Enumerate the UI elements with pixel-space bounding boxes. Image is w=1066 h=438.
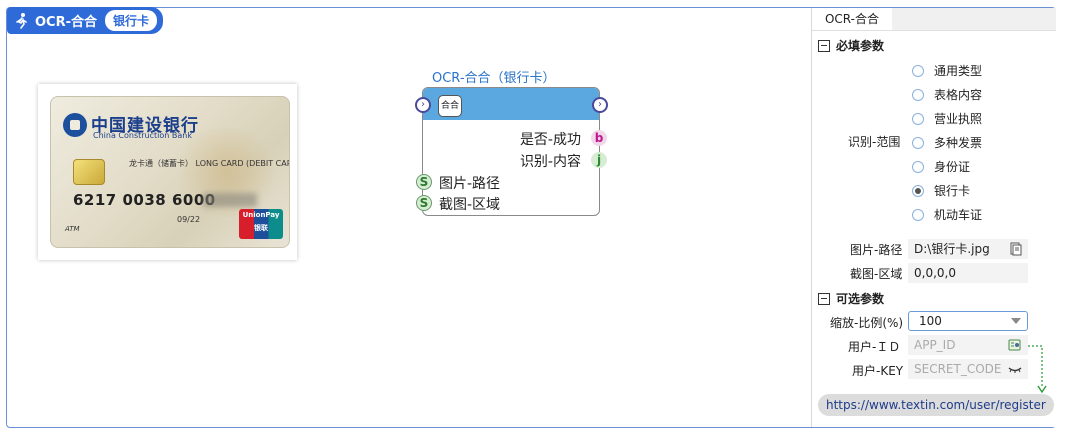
- input-image-path-label: 图片-路径: [439, 176, 501, 192]
- image-path-field[interactable]: D:\银行卡.jpg: [908, 239, 1028, 259]
- flow-out-port[interactable]: ›: [592, 97, 608, 113]
- ocr-node[interactable]: 合合 › › 是否-成功 b 识别-内容 j S 图片-路径 S 截图-区域: [415, 87, 608, 216]
- node-header-pill[interactable]: OCR-合合 银行卡: [7, 7, 163, 34]
- node-header[interactable]: 合合: [423, 88, 599, 120]
- radio-icon[interactable]: [912, 112, 924, 125]
- scope-option-table[interactable]: 表格内容: [912, 86, 982, 103]
- image-preview: 中国建设银行 China Construction Bank 龙卡通（储蓄卡） …: [38, 84, 297, 260]
- output-content-label: 识别-内容: [519, 154, 581, 170]
- scope-label: 识别-范围: [848, 135, 901, 149]
- output-success-label: 是否-成功: [519, 132, 581, 148]
- radio-icon[interactable]: [912, 208, 924, 221]
- bank-card-image: 中国建设银行 China Construction Bank 龙卡通（储蓄卡） …: [50, 96, 290, 248]
- scale-label: 缩放-比例(%): [830, 316, 904, 330]
- header-badge: 银行卡: [105, 10, 158, 31]
- required-params-title: 必填参数: [836, 39, 885, 53]
- user-id-field[interactable]: APP_ID: [908, 335, 1028, 355]
- unionpay-logo: UnionPay 银联: [239, 209, 283, 239]
- node-title: OCR-合合（银行卡）: [432, 71, 556, 86]
- collapse-icon[interactable]: [818, 39, 830, 52]
- user-key-label: 用户-KEY: [852, 364, 904, 378]
- output-success-port[interactable]: b: [591, 130, 607, 146]
- collapse-icon[interactable]: [818, 292, 830, 305]
- run-icon: [13, 12, 31, 30]
- card-bank-name-en: China Construction Bank: [93, 131, 192, 140]
- required-params-header[interactable]: 必填参数: [818, 37, 884, 54]
- input-region-label: 截图-区域: [439, 197, 501, 213]
- scale-select[interactable]: 100: [908, 311, 1028, 331]
- radio-selected-icon[interactable]: [912, 184, 924, 197]
- register-link[interactable]: https://www.textin.com/user/register: [818, 394, 1054, 416]
- register-connector: [1028, 345, 1047, 394]
- card-chip-icon: [73, 159, 105, 185]
- properties-panel: OCR-合合 必填参数 识别-范围 通用类型 表格内容 营业执照 多种发票 身份…: [811, 8, 1056, 427]
- card-valid-date: 09/22: [177, 215, 201, 224]
- card-atm-label: ATM: [65, 225, 80, 233]
- radio-icon[interactable]: [912, 88, 924, 101]
- panel-tab-bar: OCR-合合: [812, 8, 1056, 31]
- optional-params-header[interactable]: 可选参数: [818, 290, 884, 307]
- radio-icon[interactable]: [912, 64, 924, 77]
- card-number-masked: [203, 193, 257, 207]
- tab-ocr[interactable]: OCR-合合: [812, 8, 892, 30]
- radio-icon[interactable]: [912, 160, 924, 173]
- region-label: 截图-区域: [850, 267, 903, 281]
- header-title: OCR-合合: [35, 15, 97, 30]
- scope-option-vehicle[interactable]: 机动车证: [912, 206, 982, 223]
- user-id-label: 用户-ＩＤ: [848, 340, 901, 354]
- card-number: 6217 0038 6000: [73, 191, 216, 209]
- optional-params-title: 可选参数: [836, 292, 885, 306]
- radio-icon[interactable]: [912, 136, 924, 149]
- scope-option-idcard[interactable]: 身份证: [912, 158, 970, 175]
- image-path-label: 图片-路径: [850, 243, 903, 257]
- output-content-port[interactable]: j: [591, 152, 607, 168]
- flow-in-port[interactable]: ›: [415, 97, 431, 113]
- input-region-port[interactable]: S: [416, 195, 432, 211]
- file-browse-icon[interactable]: [1008, 242, 1022, 256]
- scope-option-license[interactable]: 营业执照: [912, 110, 982, 127]
- eye-closed-icon[interactable]: [1008, 362, 1022, 376]
- chevron-down-icon[interactable]: [1011, 318, 1021, 324]
- card-bank-name: 中国建设银行: [91, 116, 199, 136]
- input-image-path-port[interactable]: S: [416, 174, 432, 190]
- id-card-icon[interactable]: [1008, 338, 1022, 352]
- region-field[interactable]: 0,0,0,0: [908, 263, 1028, 283]
- bank-logo-icon: [63, 113, 87, 137]
- scope-option-general[interactable]: 通用类型: [912, 62, 982, 79]
- card-type: 龙卡通（储蓄卡） LONG CARD (DEBIT CARD): [129, 159, 290, 168]
- node-app-icon: 合合: [438, 95, 462, 117]
- user-key-field[interactable]: SECRET_CODE: [908, 359, 1028, 379]
- scope-option-invoice[interactable]: 多种发票: [912, 134, 982, 151]
- scope-option-bankcard[interactable]: 银行卡: [912, 182, 970, 199]
